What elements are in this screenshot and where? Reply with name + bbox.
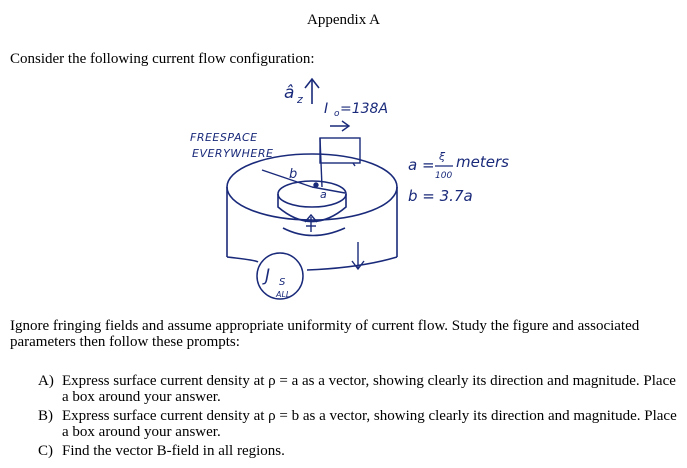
prompt-marker: B) — [38, 408, 53, 424]
z-axis-label: â — [284, 83, 294, 103]
a-denominator: 100 — [435, 171, 452, 181]
label-b: b — [289, 167, 297, 182]
freespace-label-line2: EVERYWHERE — [192, 147, 273, 160]
a-units: meters — [456, 153, 509, 171]
current-subscript: o — [334, 109, 340, 119]
label-a: a — [320, 188, 327, 201]
intro-text: Consider the following current flow conf… — [10, 51, 315, 67]
current-label: I — [324, 101, 328, 117]
a-equation-lhs: a = — [408, 156, 435, 174]
js-subscript: S — [279, 277, 286, 288]
radius-b-line — [261, 169, 313, 188]
b-equation: b = 3.7a — [408, 187, 473, 205]
z-axis-subscript: z — [296, 93, 303, 106]
inner-cylinder — [277, 180, 347, 237]
outer-cylinder — [226, 153, 398, 271]
prompt-text: Express surface current density at ρ = b… — [62, 408, 677, 440]
current-direction-arrow-icon — [330, 120, 351, 132]
z-axis-arrow-icon — [304, 77, 320, 104]
instructions-paragraph: Ignore fringing fields and assume approp… — [10, 318, 640, 350]
js-label: J — [262, 266, 270, 286]
page-title: Appendix A — [307, 12, 380, 28]
prompt-marker: A) — [38, 373, 54, 389]
prompt-item: A) Express surface current density at ρ … — [38, 373, 683, 405]
current-value: =138A — [340, 101, 388, 117]
radius-a-line — [311, 186, 346, 194]
inner-current-arrow-icon — [304, 213, 318, 232]
freespace-label-line1: FREESPACE — [190, 131, 258, 144]
prompts-list: A) Express surface current density at ρ … — [38, 373, 683, 462]
js-all: ALL — [275, 290, 290, 299]
prompt-item: B) Express surface current density at ρ … — [38, 408, 683, 440]
js-circle — [256, 252, 304, 300]
prompt-text: Express surface current density at ρ = a… — [62, 373, 676, 405]
a-numerator: ξ — [438, 150, 446, 163]
prompt-item: C) Find the vector B-field in all region… — [38, 443, 683, 459]
prompt-marker: C) — [38, 443, 53, 459]
prompt-text: Find the vector B-field in all regions. — [62, 443, 285, 459]
current-flag — [319, 137, 361, 164]
outer-current-arrow-icon — [351, 242, 365, 271]
